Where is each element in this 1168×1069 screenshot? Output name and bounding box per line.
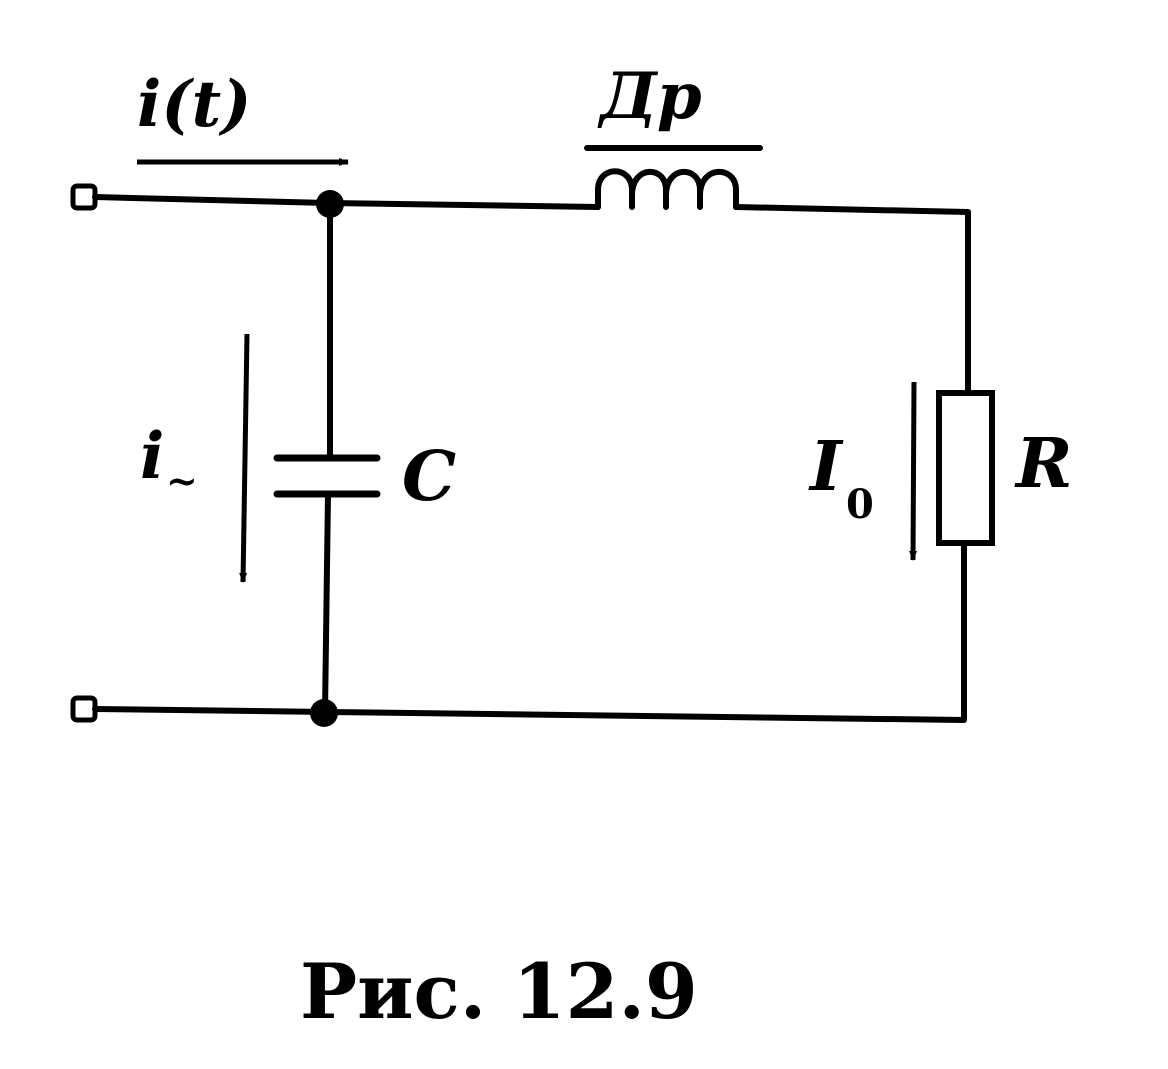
capacitor-lead-bottom [322,491,331,715]
label-current-dc-sub: 0 [846,481,874,528]
resistor-body [936,390,995,546]
current-dc-arrow [909,381,918,561]
label-current-ac-sub: ~ [166,458,198,503]
label-inductor: Др [597,59,702,134]
label-current-input: i(t) [137,67,251,142]
label-capacitor: C [402,437,456,517]
inductor-coil [595,168,739,210]
current-ac-arrow [239,333,250,583]
figure-caption: Рис. 12.9 [300,947,698,1036]
top-wire-right [733,204,971,396]
top-wire-left [92,194,601,210]
junction-top [316,190,344,218]
label-current-dc: I [808,427,844,507]
input-terminal-top [70,183,98,211]
label-current-ac: i [140,419,164,494]
label-resistor: R [1014,424,1073,504]
right-wire-bottom [92,540,967,723]
input-terminal-bottom [70,695,98,723]
junction-bottom [310,699,338,727]
